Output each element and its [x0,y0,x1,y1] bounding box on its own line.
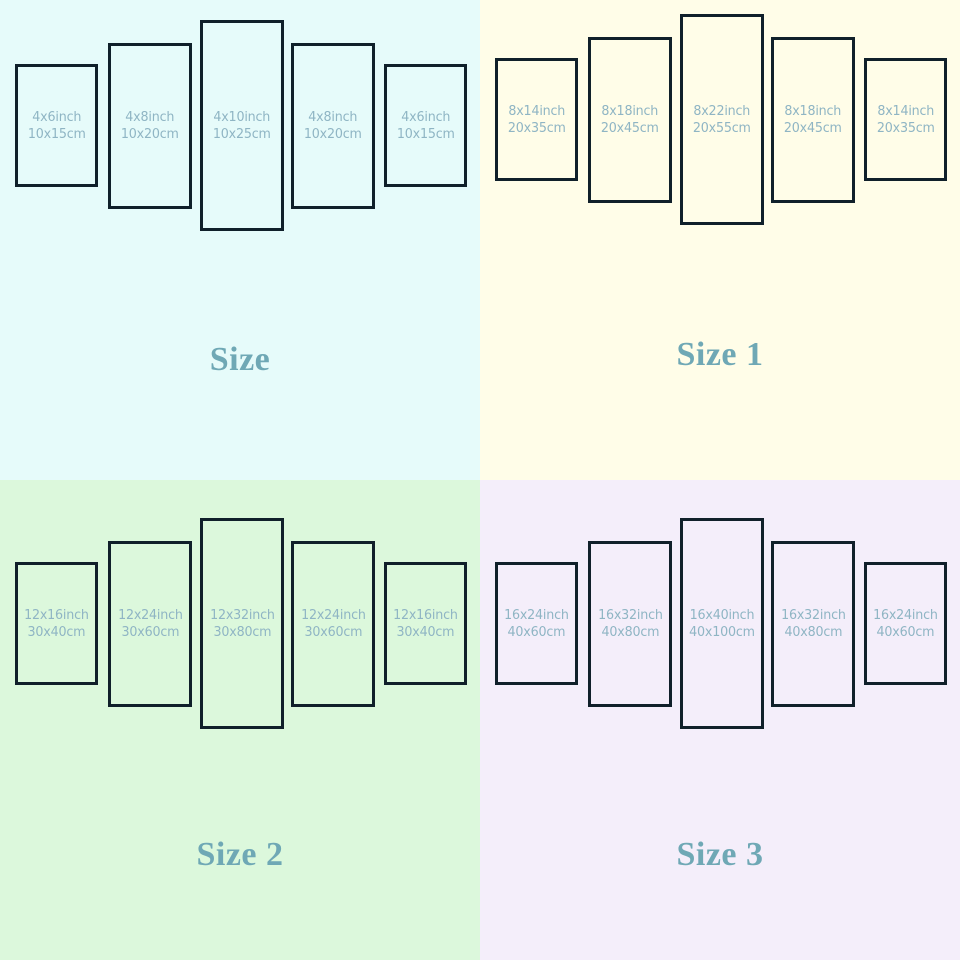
panel-label-inch: 12x24inch [300,607,366,623]
panel-label: 16x40inch 40x100cm [689,607,755,641]
panel-label-inch: 4x8inch [125,109,175,125]
canvas-panel-2: 12x24inch 30x60cm [108,541,192,707]
panel-label: 16x32inch 40x80cm [598,607,663,641]
canvas-panel-5: 4x6inch 10x15cm [384,64,467,187]
canvas-panel-4: 12x24inch 30x60cm [291,541,375,707]
panel-label-inch: 16x32inch [780,607,846,623]
panel-label-cm: 30x80cm [213,623,271,640]
panel-label: 12x32inch 30x80cm [210,607,275,641]
panel-label-inch: 12x24inch [117,607,183,623]
panel-label: 8x22inch 20x55cm [693,103,751,137]
panel-label-cm: 30x60cm [304,624,362,640]
panel-label-cm: 10x20cm [121,126,179,142]
panel-label: 12x24inch 30x60cm [301,607,366,641]
canvas-panel-3: 8x22inch 20x55cm [680,14,764,225]
panel-label-inch: 8x18inch [601,103,659,119]
panel-label: 8x14inch 20x35cm [877,103,935,137]
panel-label-cm: 40x100cm [689,623,755,640]
panel-label-cm: 10x15cm [396,125,455,142]
canvas-panel-1: 4x6inch 10x15cm [15,64,98,187]
panel-label-inch: 4x6inch [401,108,450,125]
size-option-size_1[interactable]: 8x14inch 20x35cm 8x18inch 20x45cm 8x22in… [480,0,960,480]
panel-label: 8x18inch 20x45cm [784,103,842,137]
panel-label-cm: 40x80cm [784,624,842,640]
panel-label-inch: 4x8inch [308,109,358,125]
panel-label-cm: 20x35cm [876,119,935,136]
panel-label: 8x18inch 20x45cm [601,103,659,137]
panel-label-cm: 20x45cm [601,120,659,136]
panel-label-inch: 4x6inch [32,108,81,125]
panel-label: 16x24inch 40x60cm [504,607,569,641]
panel-label-cm: 20x45cm [784,120,842,136]
canvas-panel-5: 8x14inch 20x35cm [864,58,947,181]
canvas-panel-5: 16x24inch 40x60cm [864,562,947,685]
size-option-size_0[interactable]: 4x6inch 10x15cm 4x8inch 10x20cm 4x10inch… [0,0,480,480]
panel-label-inch: 16x24inch [504,606,569,623]
size-option-title: Size 3 [676,836,764,873]
panel-label: 12x24inch 30x60cm [118,607,183,641]
panel-label-cm: 20x35cm [507,119,566,136]
canvas-panel-3: 16x40inch 40x100cm [680,518,764,729]
panel-label: 4x8inch 10x20cm [304,109,362,143]
panel-label: 4x8inch 10x20cm [121,109,179,143]
panel-cluster: 16x24inch 40x60cm 16x32inch 40x80cm 16x4… [480,498,960,838]
panel-label-inch: 8x14inch [508,102,565,119]
panel-label-inch: 16x24inch [873,606,938,623]
panel-label-inch: 12x32inch [209,606,275,623]
canvas-panel-4: 16x32inch 40x80cm [771,541,855,707]
panel-label: 4x10inch 10x25cm [213,109,271,143]
panel-label: 12x16inch 30x40cm [393,607,458,641]
panel-label-inch: 16x32inch [597,607,663,623]
panel-label-cm: 20x55cm [693,119,751,136]
panel-label: 12x16inch 30x40cm [24,607,89,641]
panel-cluster: 12x16inch 30x40cm 12x24inch 30x60cm 12x3… [0,498,480,838]
panel-label-cm: 40x60cm [876,623,935,640]
size-option-size_2[interactable]: 12x16inch 30x40cm 12x24inch 30x60cm 12x3… [0,480,480,960]
panel-label: 16x24inch 40x60cm [873,607,938,641]
panel-label: 16x32inch 40x80cm [781,607,846,641]
canvas-panel-1: 16x24inch 40x60cm [495,562,578,685]
panel-label: 4x6inch 10x15cm [28,109,86,143]
size-option-size_3[interactable]: 16x24inch 40x60cm 16x32inch 40x80cm 16x4… [480,480,960,960]
canvas-panel-4: 8x18inch 20x45cm [771,37,855,203]
panel-label-cm: 30x60cm [121,624,179,640]
canvas-panel-3: 4x10inch 10x25cm [200,20,284,231]
panel-label-cm: 30x40cm [27,623,86,640]
panel-label-cm: 40x80cm [601,624,659,640]
panel-label-inch: 12x16inch [393,606,458,623]
canvas-panel-5: 12x16inch 30x40cm [384,562,467,685]
panel-cluster: 4x6inch 10x15cm 4x8inch 10x20cm 4x10inch… [0,0,480,340]
size-option-title: Size 2 [196,836,284,873]
panel-label-cm: 10x20cm [304,126,362,142]
panel-label: 4x6inch 10x15cm [397,109,455,143]
panel-label: 8x14inch 20x35cm [508,103,566,137]
panel-label-cm: 40x60cm [507,623,566,640]
panel-label-inch: 4x10inch [213,108,271,125]
panel-label-inch: 16x40inch [689,606,755,623]
canvas-panel-2: 4x8inch 10x20cm [108,43,192,209]
panel-label-inch: 8x22inch [693,102,751,119]
canvas-panel-4: 4x8inch 10x20cm [291,43,375,209]
panel-label-cm: 10x15cm [27,125,86,142]
canvas-panel-2: 8x18inch 20x45cm [588,37,672,203]
panel-label-cm: 10x25cm [213,125,271,142]
canvas-panel-3: 12x32inch 30x80cm [200,518,284,729]
panel-label-inch: 8x18inch [784,103,842,119]
panel-label-inch: 8x14inch [877,102,934,119]
panel-label-cm: 30x40cm [396,623,455,640]
canvas-panel-1: 8x14inch 20x35cm [495,58,578,181]
size-option-title: Size [209,341,271,378]
canvas-panel-1: 12x16inch 30x40cm [15,562,98,685]
panel-label-inch: 12x16inch [24,606,89,623]
canvas-panel-2: 16x32inch 40x80cm [588,541,672,707]
size-option-title: Size 1 [676,336,764,373]
panel-cluster: 8x14inch 20x35cm 8x18inch 20x45cm 8x22in… [480,0,960,334]
